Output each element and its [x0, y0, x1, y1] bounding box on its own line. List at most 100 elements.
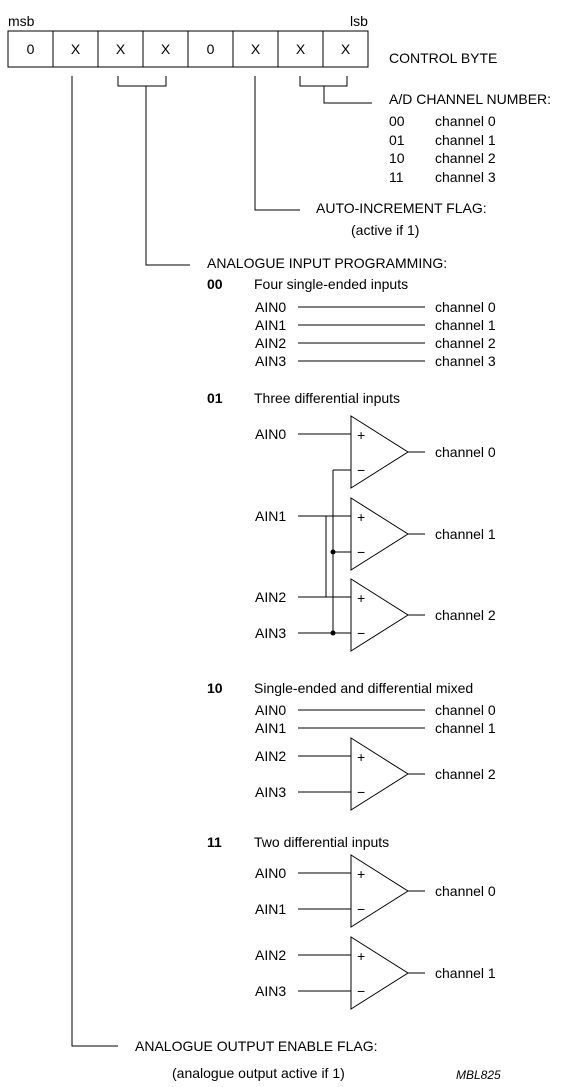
mode-01-amp1-minus: −: [357, 544, 365, 560]
mode-10-input-ain1: AIN1: [255, 720, 286, 736]
mode-10-output-0: channel 0: [435, 702, 496, 718]
ad-channel-bracket: [299, 76, 348, 87]
mode-01-output-1: channel 1: [435, 526, 496, 542]
mode-11-input-ain2: AIN2: [255, 947, 286, 963]
mode-00-code: 00: [207, 276, 223, 292]
auto-increment-note: (active if 1): [351, 222, 419, 238]
mode-11-section: 11 Two differential inputs + − AIN0 AIN1…: [207, 834, 496, 1010]
mode-01-input-ain2: AIN2: [255, 589, 286, 605]
mode-10-code: 10: [207, 680, 223, 696]
mode-11-title: Two differential inputs: [254, 834, 389, 850]
mode-10-input-ain3: AIN3: [255, 784, 286, 800]
mode-11-amp1-plus: +: [357, 948, 365, 964]
mode-01-comparator-2: [350, 578, 409, 652]
mode-01-output-0: channel 0: [435, 444, 496, 460]
ad-code-01: 01: [389, 132, 405, 148]
mode-00-output-1: channel 1: [435, 317, 496, 333]
mode-10-section: 10 Single-ended and differential mixed A…: [207, 680, 496, 811]
mode-00-input-ain1: AIN1: [255, 317, 286, 333]
mode-00-input-ain2: AIN2: [255, 335, 286, 351]
ad-label-01: channel 1: [435, 132, 496, 148]
mode-11-comparator-0: [350, 854, 409, 928]
bit-value-7: 0: [27, 41, 35, 57]
mode-01-title: Three differential inputs: [254, 390, 400, 406]
mode-01-input-ain0: AIN0: [255, 426, 286, 442]
mode-10-input-ain2: AIN2: [255, 748, 286, 764]
mode-01-amp0-minus: −: [357, 462, 365, 478]
mode-01-code: 01: [207, 390, 223, 406]
mode-11-amp1-minus: −: [357, 983, 365, 999]
mode-11-input-ain0: AIN0: [255, 865, 286, 881]
auto-increment-title: AUTO-INCREMENT FLAG:: [316, 200, 487, 216]
mode-01-amp1-plus: +: [357, 509, 365, 525]
bit-value-6: X: [71, 41, 81, 57]
bit-cell-5: [97, 30, 144, 68]
analogue-input-title: ANALOGUE INPUT PROGRAMMING:: [207, 255, 447, 271]
bit-cell-1: [277, 30, 324, 68]
mode-10-output-2: channel 2: [435, 766, 496, 782]
ad-code-10: 10: [389, 150, 405, 166]
ad-channel-connector: [299, 76, 372, 104]
analogue-output-note: (analogue output active if 1): [172, 1065, 345, 1081]
mode-11-output-0: channel 0: [435, 883, 496, 899]
msb-label: msb: [8, 13, 35, 29]
bit-cell-6: [52, 30, 99, 68]
mode-00-output-0: channel 0: [435, 299, 496, 315]
figure-code: MBL825: [456, 1068, 501, 1082]
bit-value-3: 0: [207, 41, 215, 57]
mode-11-comparator-1: [350, 936, 409, 1010]
bit-cell-7: [7, 30, 54, 68]
bit-value-5: X: [116, 41, 126, 57]
mode-01-comparator-0: [350, 415, 409, 489]
ad-label-11: channel 3: [435, 169, 496, 185]
mode-11-code: 11: [207, 834, 222, 850]
bit-value-1: X: [296, 41, 306, 57]
bit-cell-0: [322, 30, 369, 68]
mode-01-input-ain3: AIN3: [255, 625, 286, 641]
lsb-label: lsb: [350, 13, 368, 29]
auto-increment-leader: [254, 76, 300, 211]
analogue-input-bracket: [117, 76, 167, 87]
control-byte-title: CONTROL BYTE: [389, 50, 497, 66]
mode-10-output-1: channel 1: [435, 720, 496, 736]
ad-label-00: channel 0: [435, 113, 496, 129]
mode-00-output-3: channel 3: [435, 353, 496, 369]
mode-10-title: Single-ended and differential mixed: [254, 680, 473, 696]
mode-00-input-ain0: AIN0: [255, 299, 286, 315]
ad-code-11: 11: [389, 169, 404, 185]
ad-channel-title: A/D CHANNEL NUMBER:: [389, 91, 551, 107]
mode-00-input-ain3: AIN3: [255, 353, 286, 369]
ad-channel-leader: [323, 86, 372, 104]
control-byte-register: 0 X X X 0 X X X: [7, 30, 369, 68]
mode-10-amp-minus: −: [357, 784, 365, 800]
mode-01-amp2-minus: −: [357, 625, 365, 641]
mode-01-junction-1: [330, 549, 336, 555]
bit-value-4: X: [161, 41, 171, 57]
mode-11-output-1: channel 1: [435, 965, 496, 981]
mode-00-section: 00 Four single-ended inputs AIN0 AIN1 AI…: [207, 276, 496, 369]
bit-value-0: X: [341, 41, 351, 57]
bit-cell-3: [187, 30, 234, 68]
mode-11-input-ain3: AIN3: [255, 983, 286, 999]
mode-11-amp0-plus: +: [357, 866, 365, 882]
mode-10-amp-plus: +: [357, 749, 365, 765]
mode-01-input-ain1: AIN1: [255, 508, 286, 524]
mode-01-junction-2: [330, 630, 336, 636]
analogue-output-leader: [71, 76, 118, 1047]
mode-10-input-ain0: AIN0: [255, 702, 286, 718]
mode-01-section: 01 Three differential inputs + − AIN0 ch…: [207, 390, 496, 652]
analogue-output-title: ANALOGUE OUTPUT ENABLE FLAG:: [135, 1038, 377, 1054]
mode-11-amp0-minus: −: [357, 901, 365, 917]
mode-01-comparator-1: [350, 497, 409, 571]
mode-01-amp2-plus: +: [357, 590, 365, 606]
analogue-input-leader: [145, 86, 190, 266]
mode-11-input-ain1: AIN1: [255, 901, 286, 917]
mode-00-output-2: channel 2: [435, 335, 496, 351]
ad-code-00: 00: [389, 113, 405, 129]
ad-label-10: channel 2: [435, 150, 496, 166]
bit-cell-2: [232, 30, 279, 68]
mode-10-comparator: [350, 737, 409, 811]
bit-value-2: X: [251, 41, 261, 57]
mode-00-title: Four single-ended inputs: [254, 276, 408, 292]
